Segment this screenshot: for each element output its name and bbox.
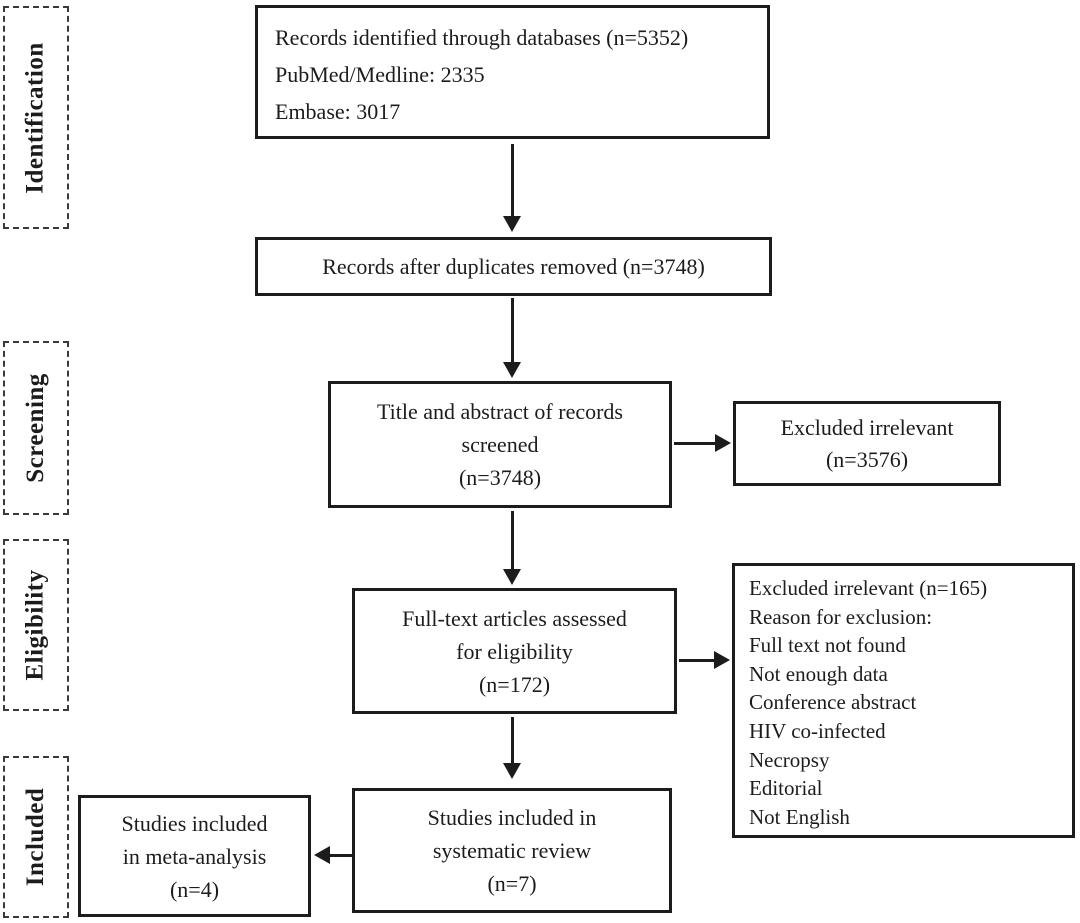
stage-label-text: Screening <box>22 373 49 483</box>
arrow-screened-to-fulltext <box>503 511 521 585</box>
box-text-line: screened <box>461 432 539 457</box>
box-excluded-screening: Excluded irrelevant (n=3576) <box>733 401 1001 486</box>
arrow-screened-to-excluded <box>674 434 731 452</box>
stage-label-eligibility: Eligibility <box>3 539 69 711</box>
arrow-shaft <box>330 853 352 857</box>
box-text-line: Records after duplicates removed (n=3748… <box>322 253 705 279</box>
arrow-down-icon <box>503 362 521 378</box>
box-text-line: Necropsy <box>749 747 830 772</box>
box-text-line: in meta-analysis <box>122 843 267 869</box>
box-text-line: Not English <box>749 804 850 829</box>
box-text-line: systematic review <box>432 838 592 863</box>
box-text-line: Full text not found <box>749 633 906 658</box>
box-text-line: Records identified through databases (n=… <box>275 25 689 50</box>
box-text-line: for eligibility <box>456 638 573 664</box>
box-text-line: (n=3748) <box>458 465 542 490</box>
box-text-line: (n=3576) <box>825 446 909 472</box>
arrow-down-icon <box>503 569 521 585</box>
stage-label-screening: Screening <box>3 341 69 515</box>
box-records-screened: Title and abstract of records screened (… <box>328 381 672 508</box>
arrow-shaft <box>510 717 514 763</box>
box-text-line: Editorial <box>749 776 823 801</box>
arrow-left-icon <box>314 846 330 864</box>
box-text-line: (n=7) <box>487 871 537 896</box>
box-text-line: Not enough data <box>749 661 888 686</box>
box-meta-analysis: Studies included in meta-analysis (n=4) <box>78 795 311 917</box>
arrow-shaft <box>510 144 514 216</box>
arrow-duplicates-to-screened <box>503 298 521 378</box>
arrow-down-icon <box>503 216 521 232</box>
box-text-line: Studies included in <box>427 805 597 830</box>
arrow-right-icon <box>714 651 730 669</box>
arrow-right-icon <box>715 434 731 452</box>
box-text-line: Title and abstract of records <box>376 399 623 424</box>
box-text-line: Excluded irrelevant <box>780 414 954 440</box>
arrow-shaft <box>510 511 514 569</box>
box-records-identified: Records identified through databases (n=… <box>255 5 770 139</box>
box-text-line: (n=4) <box>169 876 220 902</box>
box-text-line: HIV co-infected <box>749 718 886 743</box>
stage-label-included: Included <box>3 756 69 918</box>
box-duplicates-removed: Records after duplicates removed (n=3748… <box>255 237 772 296</box>
box-text-line: Reason for exclusion: <box>749 604 933 629</box>
arrow-fulltext-to-excluded <box>679 651 730 669</box>
box-text-line: PubMed/Medline: 2335 <box>275 62 485 87</box>
stage-label-text: Identification <box>22 41 50 194</box>
stage-label-text: Included <box>22 787 50 887</box>
arrow-identified-to-duplicates <box>503 144 521 232</box>
arrow-shaft <box>679 658 714 662</box>
box-text-line: Embase: 3017 <box>275 99 401 124</box>
arrow-shaft <box>510 298 514 362</box>
box-text-line: Full-text articles assessed <box>402 605 627 631</box>
box-text-line: Excluded irrelevant (n=165) <box>749 576 988 600</box>
box-systematic-review: Studies included in systematic review (n… <box>352 788 672 913</box>
box-text-line: Studies included <box>121 810 268 836</box>
box-fulltext-assessed: Full-text articles assessed for eligibil… <box>352 588 677 714</box>
box-text-line: Conference abstract <box>749 690 917 715</box>
arrow-fulltext-to-systematic <box>503 717 521 779</box>
arrow-systematic-to-meta <box>314 846 352 864</box>
stage-label-identification: Identification <box>3 6 69 229</box>
arrow-shaft <box>674 441 715 445</box>
box-excluded-fulltext: Excluded irrelevant (n=165) Reason for e… <box>732 563 1075 838</box>
arrow-down-icon <box>503 763 521 779</box>
box-text-line: (n=172) <box>478 671 551 697</box>
stage-label-text: Eligibility <box>22 569 49 681</box>
